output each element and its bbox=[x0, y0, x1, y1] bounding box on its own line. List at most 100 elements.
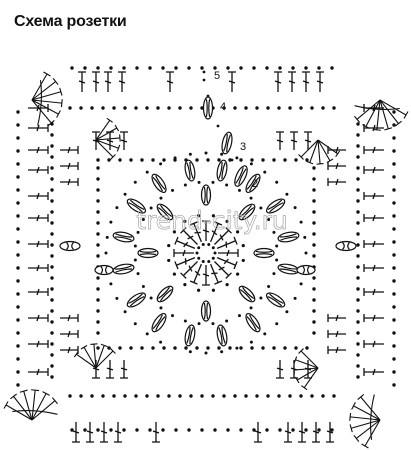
double-crochet-stroke bbox=[60, 146, 79, 154]
chain-stitch bbox=[356, 188, 360, 192]
chain-stitch bbox=[50, 276, 54, 280]
corner-stitch bbox=[372, 99, 381, 131]
corner-stitch bbox=[317, 139, 334, 164]
chain-stitch bbox=[115, 296, 119, 300]
double-crochet bbox=[312, 422, 320, 443]
double-crochet-stroke bbox=[189, 221, 203, 243]
chain-stitch bbox=[50, 188, 54, 192]
double-crochet bbox=[60, 346, 79, 354]
double-crochet bbox=[363, 240, 384, 248]
double-crochet bbox=[363, 314, 384, 322]
chain-stitch bbox=[288, 394, 292, 398]
round-number-label: 5 bbox=[214, 70, 220, 82]
double-crochet-stroke bbox=[216, 256, 238, 270]
double-crochet bbox=[202, 220, 210, 241]
corner-arc bbox=[37, 80, 42, 126]
chain-stitch bbox=[159, 340, 163, 344]
chain-stitch bbox=[115, 206, 119, 210]
cluster-strands bbox=[246, 175, 260, 192]
chain-stitch bbox=[356, 364, 360, 368]
cluster-strands bbox=[279, 233, 298, 241]
corner-stitch bbox=[357, 394, 381, 421]
chain-stitch bbox=[392, 188, 396, 192]
corner-stitch bbox=[31, 397, 58, 421]
chain-stitch bbox=[356, 133, 360, 137]
chain-stitch bbox=[96, 346, 100, 350]
chain-stitch bbox=[392, 266, 396, 270]
chain-stitch bbox=[299, 282, 303, 286]
chain-stitch bbox=[151, 346, 155, 350]
double-crochet bbox=[60, 178, 79, 186]
cluster-outline bbox=[126, 198, 147, 214]
chain-stitch bbox=[204, 151, 208, 155]
chain-stitch bbox=[101, 106, 105, 110]
chain-stitch bbox=[149, 296, 153, 300]
double-crochet-cluster bbox=[126, 198, 147, 214]
double-crochet bbox=[100, 422, 108, 443]
corner-stitch bbox=[317, 139, 341, 157]
chain-stitch bbox=[312, 254, 316, 258]
chain-stitch bbox=[266, 394, 270, 398]
corner-stitch bbox=[379, 99, 409, 119]
cluster-outline bbox=[151, 173, 167, 194]
chain-stitch bbox=[356, 232, 360, 236]
cluster-strands bbox=[342, 241, 350, 251]
chain-stitch bbox=[16, 227, 20, 231]
double-crochet-stroke bbox=[180, 261, 198, 279]
chain-stitch bbox=[312, 320, 316, 324]
corner-stitch bbox=[316, 139, 324, 165]
double-crochet-stroke bbox=[284, 422, 292, 443]
chain-stitch bbox=[267, 284, 271, 288]
chain-stitch bbox=[356, 221, 360, 225]
chain-stitch bbox=[50, 287, 54, 291]
chain-stitch bbox=[16, 331, 20, 335]
chain-stitch bbox=[235, 156, 239, 160]
corner-stitch bbox=[351, 402, 381, 421]
chain-stitch bbox=[50, 364, 54, 368]
chain-stitch bbox=[392, 110, 396, 114]
double-crochet-stroke bbox=[363, 314, 384, 322]
chain-stitch bbox=[213, 251, 217, 255]
chain-stitch bbox=[16, 201, 20, 205]
chain-stitch bbox=[265, 66, 269, 70]
double-crochet-cluster bbox=[126, 292, 147, 308]
chain-stitch bbox=[392, 279, 396, 283]
double-crochet-stroke bbox=[276, 360, 284, 379]
chain-stitch bbox=[211, 288, 216, 292]
chain-stitch bbox=[285, 310, 289, 314]
double-crochet bbox=[288, 71, 296, 92]
chain-stitch bbox=[70, 428, 74, 432]
chain-stitch bbox=[148, 428, 152, 432]
corner-stitch bbox=[379, 99, 402, 127]
chain-stitch bbox=[105, 235, 109, 239]
double-crochet bbox=[363, 146, 384, 154]
corner-stitch bbox=[31, 78, 59, 101]
chain-stitch bbox=[50, 133, 54, 137]
double-crochet bbox=[363, 166, 384, 174]
chain-stitch bbox=[392, 383, 396, 387]
chain-stitch bbox=[123, 310, 127, 314]
chain-stitch bbox=[250, 346, 254, 350]
chain-stitch bbox=[272, 230, 276, 234]
chain-stitch bbox=[211, 256, 215, 260]
double-crochet bbox=[28, 214, 49, 222]
double-crochet bbox=[78, 71, 86, 92]
chain-stitch bbox=[275, 322, 279, 326]
chain-stitch bbox=[50, 254, 54, 258]
chain-stitch bbox=[109, 428, 113, 432]
round-number-label: 3 bbox=[240, 141, 246, 153]
cluster-strands bbox=[128, 199, 145, 213]
chain-stitch bbox=[310, 394, 314, 398]
double-crochet bbox=[284, 422, 292, 443]
chain-stitch bbox=[96, 243, 100, 247]
chain-stitch bbox=[189, 106, 193, 110]
chain-stitch bbox=[392, 344, 396, 348]
chain-stitch bbox=[133, 322, 137, 326]
chain-stitch bbox=[96, 276, 100, 280]
double-crochet-stroke bbox=[60, 314, 79, 322]
cluster-strands bbox=[239, 286, 255, 302]
chain-stitch bbox=[255, 106, 259, 110]
double-crochet-stroke bbox=[363, 288, 384, 296]
cluster-outline bbox=[156, 203, 174, 221]
page-title: Схема розетки bbox=[14, 13, 127, 30]
